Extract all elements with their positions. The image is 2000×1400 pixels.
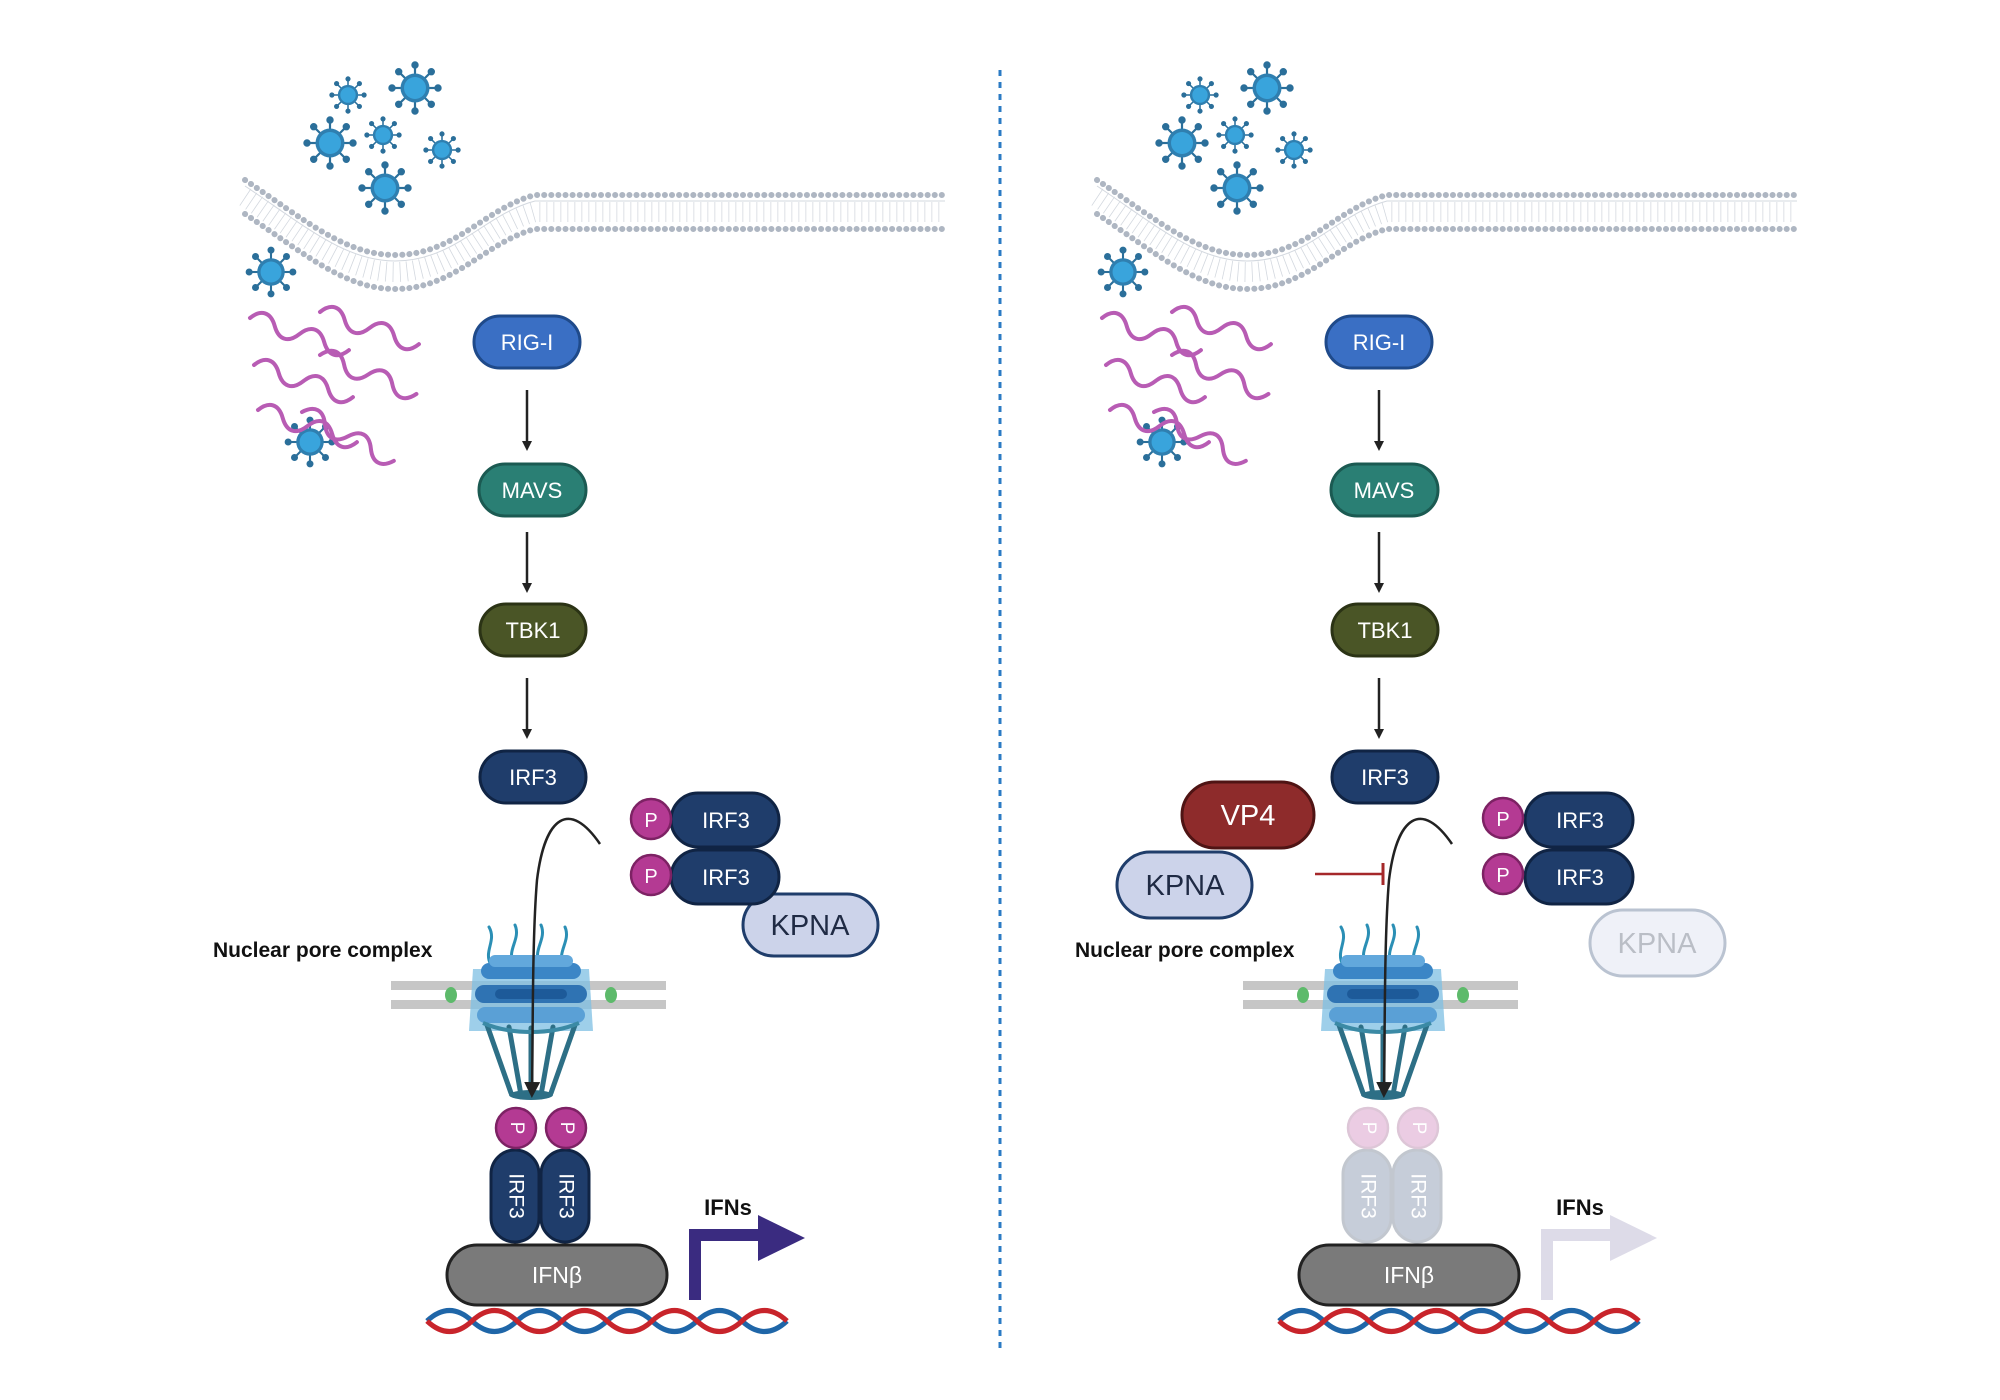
import-arrow xyxy=(524,817,602,1098)
irf3-node: IRF3 xyxy=(478,749,588,805)
inhibition-bar-icon xyxy=(1315,863,1385,885)
virus-icon xyxy=(1210,161,1264,215)
phospho-icon xyxy=(494,1106,538,1150)
transcription-arrow-icon xyxy=(689,1215,805,1300)
phospho-icon xyxy=(1396,1106,1440,1150)
irf3-dimer: IRF3 IRF3 P P xyxy=(489,1106,591,1244)
kpna-label: KPNA xyxy=(771,910,851,942)
ifnb-label: IFNβ xyxy=(1384,1262,1434,1288)
tbk1-node: TBK1 xyxy=(478,602,588,658)
kpna-node xyxy=(1115,850,1254,920)
phospho-icon xyxy=(1481,852,1525,896)
ifns-label: IFNs xyxy=(704,1195,752,1220)
phospho-icon xyxy=(1481,796,1525,840)
dimer-irf3-b-label: IRF3 xyxy=(554,1173,577,1219)
virus-icon xyxy=(329,76,367,114)
ifnb-promoter: IFNβ xyxy=(1297,1243,1521,1307)
kpna-bound-label: KPNA xyxy=(1146,870,1226,902)
dimer-irf3-b-label: IRF3 xyxy=(1406,1173,1429,1219)
phospho-icon xyxy=(629,797,673,841)
irf3-p2-label: IRF3 xyxy=(702,865,750,890)
lipid-bilayer-icon xyxy=(1097,180,1797,289)
virus-icon xyxy=(1240,61,1294,115)
virus-icon xyxy=(358,161,412,215)
virus-icon xyxy=(1181,76,1219,114)
svg-text:P: P xyxy=(644,810,657,832)
vp4-node xyxy=(1180,780,1316,850)
npc-label: Nuclear pore complex xyxy=(1075,939,1295,962)
virus-icon xyxy=(1216,116,1254,154)
mavs-node: MAVS xyxy=(477,462,588,518)
npc-label: Nuclear pore complex xyxy=(213,939,433,962)
virus-cluster xyxy=(1097,61,1313,468)
ifnb-label: IFNβ xyxy=(532,1262,582,1288)
tbk1-label: TBK1 xyxy=(1357,618,1412,643)
dimer-irf3-a-label: IRF3 xyxy=(1356,1173,1379,1219)
dimer-irf3-a-label: IRF3 xyxy=(504,1173,527,1219)
right-panel: RIG-I MAVS TBK1 IRF3 VP4 KPNA xyxy=(1075,61,1797,1332)
svg-text:P: P xyxy=(1408,1122,1429,1135)
dna-helix-icon xyxy=(427,1311,787,1332)
kpna-faded-label: KPNA xyxy=(1618,928,1698,960)
svg-text:P: P xyxy=(1358,1122,1379,1135)
tbk1-node: TBK1 xyxy=(1330,602,1440,658)
irf3-label: IRF3 xyxy=(509,765,557,790)
ifns-label: IFNs xyxy=(1556,1195,1604,1220)
svg-text:P: P xyxy=(1496,809,1509,831)
svg-text:P: P xyxy=(506,1122,527,1135)
mavs-label: MAVS xyxy=(502,478,563,503)
virus-icon xyxy=(423,131,461,169)
mavs-node: MAVS xyxy=(1329,462,1440,518)
vp4-label: VP4 xyxy=(1221,800,1276,832)
phospho-irf3-complex: KPNA IRF3 P IRF3 P xyxy=(629,791,880,958)
ifnb-promoter: IFNβ xyxy=(445,1243,669,1307)
irf3-p1-label: IRF3 xyxy=(1556,808,1604,833)
virus-icon xyxy=(1155,116,1209,170)
virus-icon xyxy=(388,61,442,115)
irf3-dimer-faded: IRF3 IRF3 P P xyxy=(1341,1106,1443,1244)
irf3-p2-label: IRF3 xyxy=(1556,865,1604,890)
irf3-node: IRF3 xyxy=(1330,749,1440,805)
virus-cluster xyxy=(245,61,461,468)
tbk1-label: TBK1 xyxy=(505,618,560,643)
phospho-icon xyxy=(629,853,673,897)
rig-i-node: RIG-I xyxy=(472,314,582,370)
virus-icon xyxy=(1097,246,1149,298)
svg-text:P: P xyxy=(1496,865,1509,887)
rig-i-label: RIG-I xyxy=(1353,330,1406,355)
phospho-icon xyxy=(544,1106,588,1150)
phospho-icon xyxy=(1346,1106,1390,1150)
kpna-node xyxy=(741,892,880,958)
phospho-irf3-pair: IRF3 P IRF3 P xyxy=(1481,791,1635,906)
mavs-label: MAVS xyxy=(1354,478,1415,503)
rig-i-node: RIG-I xyxy=(1324,314,1434,370)
svg-text:P: P xyxy=(556,1122,577,1135)
dna-helix-icon xyxy=(1279,1311,1639,1332)
import-arrow xyxy=(1376,817,1454,1098)
virus-icon xyxy=(1275,131,1313,169)
transcription-arrow-icon xyxy=(1541,1215,1657,1300)
kpna-faded-node: KPNA xyxy=(1588,908,1727,978)
left-panel: RIG-I MAVS TBK1 IRF3 KPNA IRF3 P IRF3 xyxy=(213,61,945,1332)
virus-icon xyxy=(364,116,402,154)
irf3-label: IRF3 xyxy=(1361,765,1409,790)
irf3-p1-label: IRF3 xyxy=(702,808,750,833)
virus-icon xyxy=(245,246,297,298)
rig-i-label: RIG-I xyxy=(501,330,554,355)
vp4-kpna-complex: VP4 KPNA xyxy=(1115,780,1316,920)
lipid-bilayer-icon xyxy=(245,180,945,289)
svg-text:P: P xyxy=(644,866,657,888)
virus-icon xyxy=(303,116,357,170)
